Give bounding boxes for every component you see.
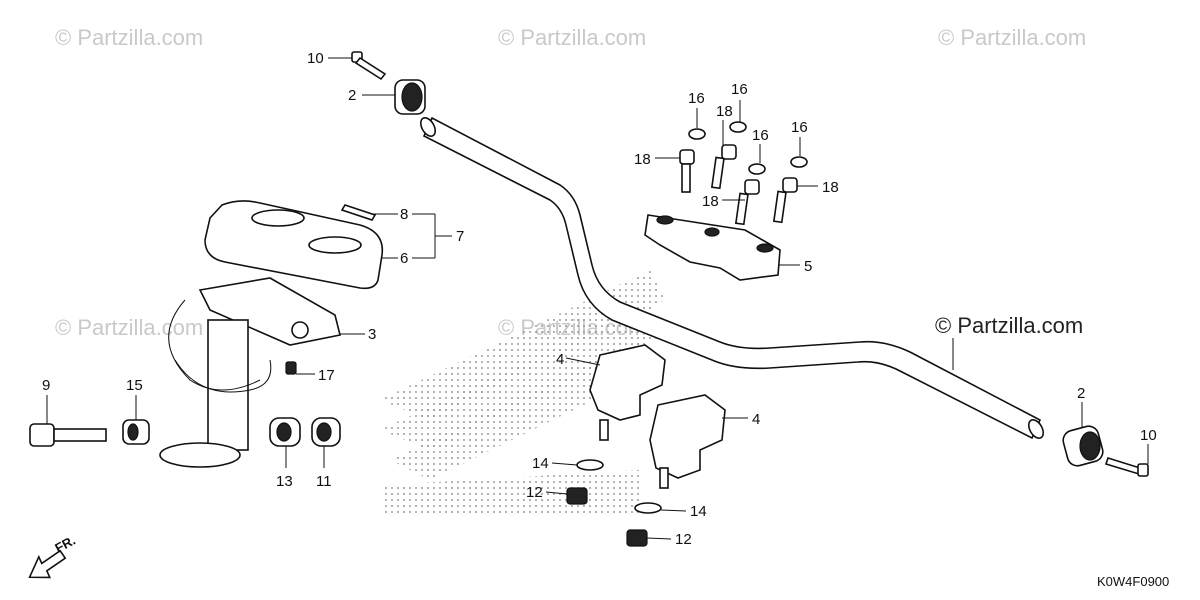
upper-handlebar-holder (644, 214, 781, 281)
stem-bolt (29, 423, 107, 447)
bushing-11 (311, 417, 341, 447)
watermark: © Partzilla.com (55, 25, 203, 50)
front-direction-arrow (28, 549, 67, 579)
callout-4: 4 (752, 411, 760, 428)
handlebar (422, 116, 1042, 440)
callout-9: 9 (42, 377, 50, 394)
honda-wing-logo (380, 270, 665, 515)
callout-2: 2 (348, 87, 356, 104)
bar-end-weight-right (1062, 425, 1104, 467)
watermark: © Partzilla.com (938, 25, 1086, 50)
washer-15 (122, 419, 150, 445)
callout-16: 16 (791, 119, 808, 136)
callout-17: 17 (318, 367, 335, 384)
steering-stem (159, 299, 272, 468)
leader-lines (46, 57, 1149, 540)
callout-10: 10 (307, 50, 324, 67)
callout-14: 14 (690, 503, 707, 520)
callout-16: 16 (731, 81, 748, 98)
callout-10: 10 (1140, 427, 1157, 444)
callout-13: 13 (276, 473, 293, 490)
callout-12: 12 (675, 531, 692, 548)
callout-16: 16 (752, 127, 769, 144)
watermark: © Partzilla.com (55, 315, 203, 340)
bar-end-weight-left (394, 79, 426, 115)
screw-right (1104, 457, 1149, 477)
callout-18: 18 (634, 151, 651, 168)
callout-15: 15 (126, 377, 143, 394)
callout-16: 16 (688, 90, 705, 107)
callout-2: 2 (1077, 385, 1085, 402)
watermark: © Partzilla.com (498, 25, 646, 50)
callout-14: 14 (532, 455, 549, 472)
callout-18: 18 (716, 103, 733, 120)
direction-label: FR. (52, 533, 78, 556)
lower-handlebar-holder (589, 344, 726, 489)
bushing-13 (269, 417, 301, 447)
handlebar-cover (204, 200, 384, 290)
callout-18: 18 (702, 193, 719, 210)
callout-11: 11 (316, 473, 332, 490)
callout-4: 4 (556, 351, 564, 368)
diagram-code: K0W4F0900 (1097, 574, 1169, 589)
callout-6: 6 (400, 250, 408, 267)
callout-18: 18 (822, 179, 839, 196)
bolt-set (679, 121, 808, 226)
callout-12: 12 (526, 484, 543, 501)
callout-5: 5 (804, 258, 812, 275)
callout-3: 3 (368, 326, 376, 343)
callout-7: 7 (456, 228, 464, 245)
screw-17 (285, 361, 297, 375)
top-bridge (198, 277, 341, 346)
washers-nuts (566, 459, 662, 547)
main-watermark: © Partzilla.com (935, 313, 1083, 338)
screw-left (351, 51, 387, 81)
callout-8: 8 (400, 206, 408, 223)
